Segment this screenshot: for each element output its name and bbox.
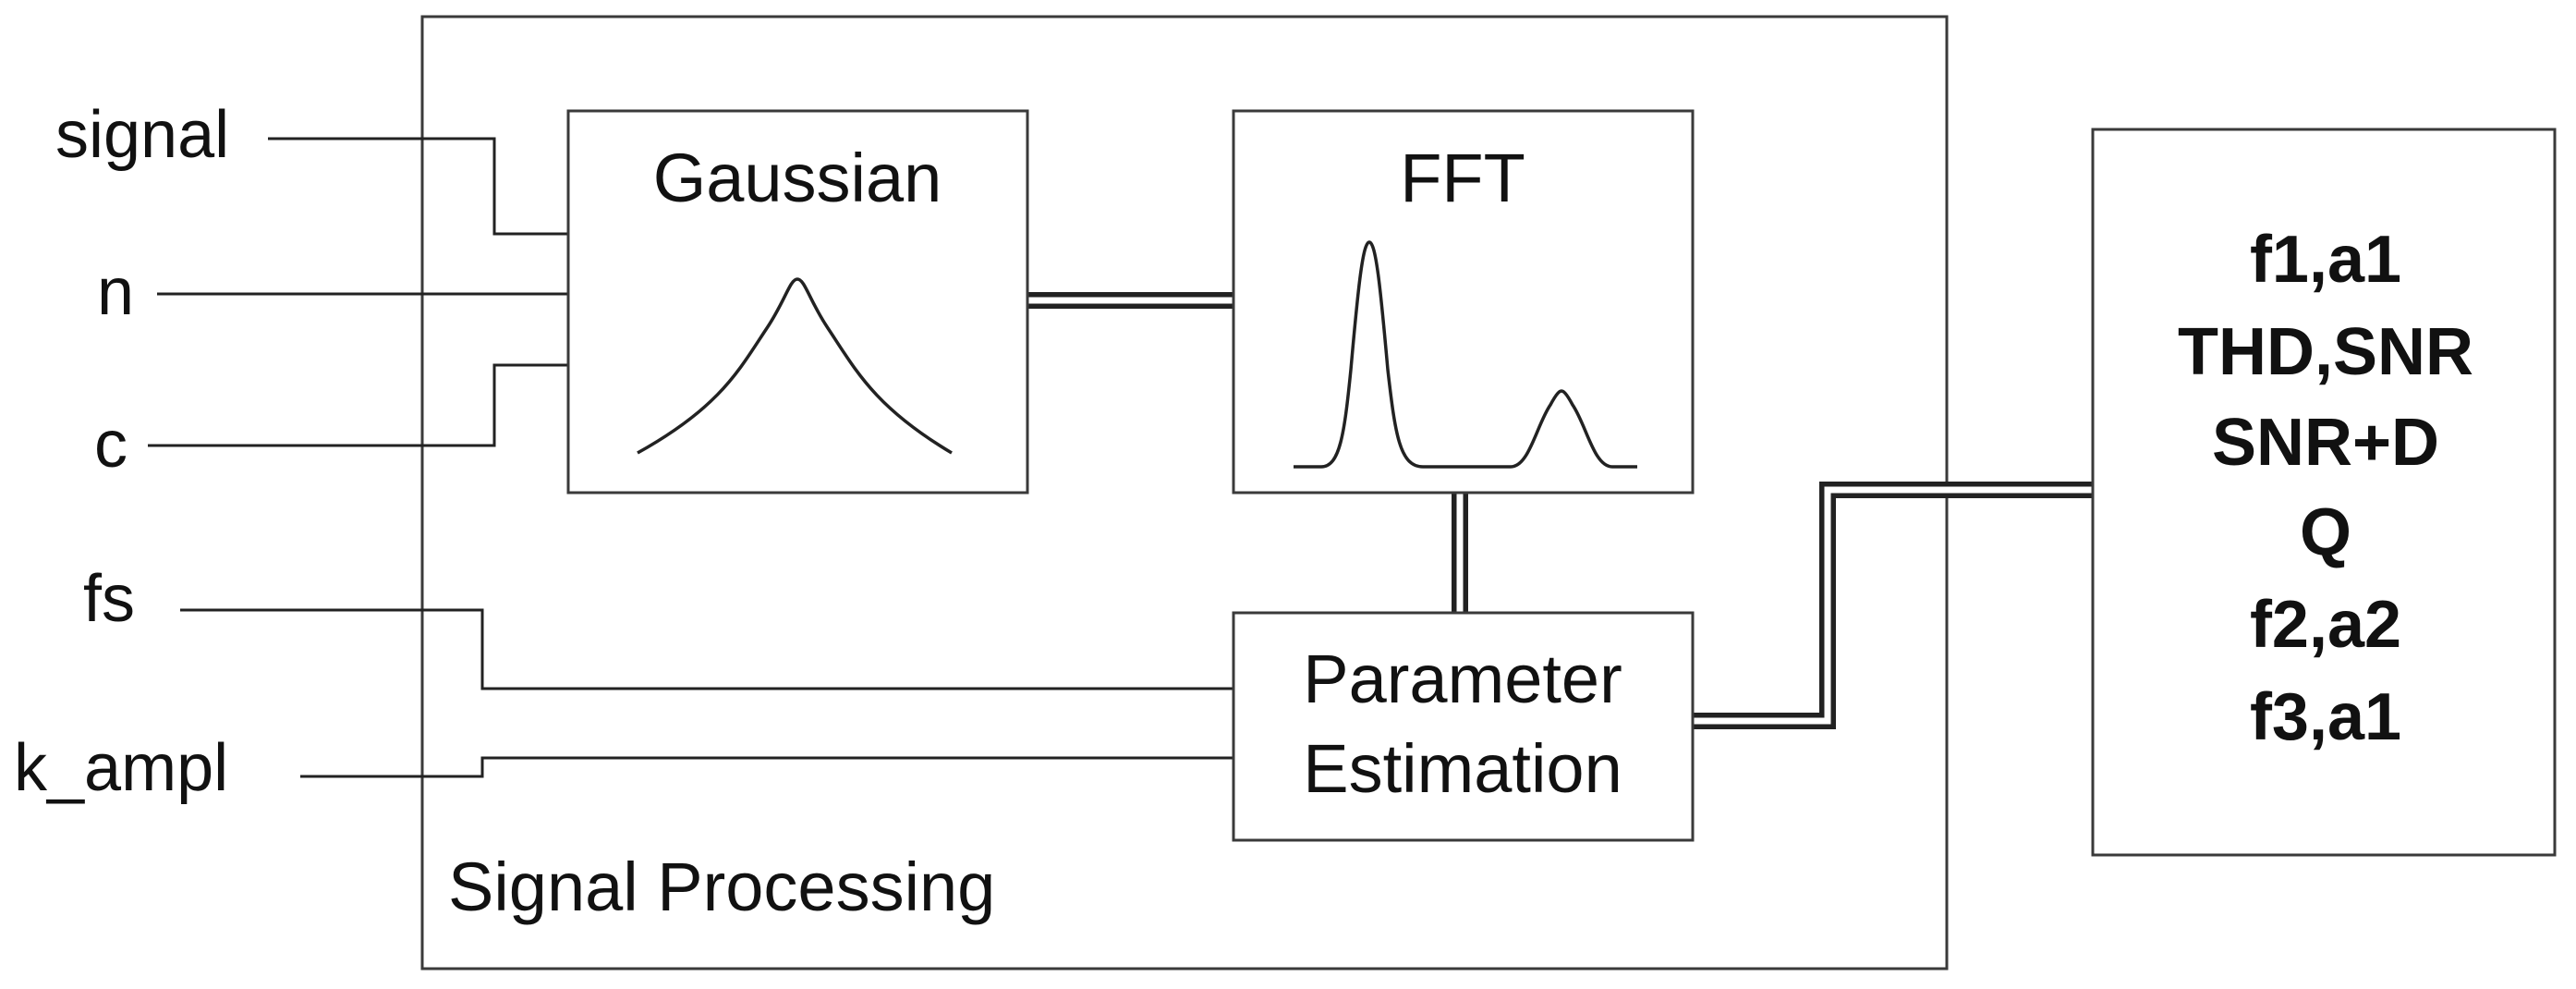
fs-input-wire [180, 608, 1233, 690]
output-block [2091, 128, 2557, 857]
parameter-estimation-label-line1: Parameter [1303, 641, 1622, 717]
c-input-label: c [94, 408, 128, 482]
output-f2-a2: f2,a2 [2250, 588, 2401, 662]
gaussian-label: Gaussian [653, 140, 942, 216]
output-snr-d: SNR+D [2212, 406, 2439, 480]
estimation-to-output-bus [1694, 482, 2093, 729]
signal-input-label: signal [55, 98, 229, 172]
signal-input-wire [268, 137, 568, 236]
fft-label: FFT [1400, 140, 1525, 216]
gaussian-block [566, 109, 1029, 494]
gaussian-curve-icon [637, 277, 953, 455]
parameter-estimation-block [1232, 611, 1695, 842]
output-f1-a1: f1,a1 [2250, 223, 2401, 297]
output-q: Q [2300, 495, 2351, 569]
fs-input-label: fs [83, 562, 135, 636]
output-f3-a1: f3,a1 [2250, 680, 2401, 754]
k-ampl-input-label: k_ampl [14, 731, 228, 805]
spectrum-curve-icon [1294, 240, 1637, 469]
k-ampl-input-wire [300, 756, 1233, 778]
parameter-estimation-label-line2: Estimation [1303, 730, 1622, 807]
output-thd-snr: THD,SNR [2178, 315, 2473, 389]
c-input-wire [148, 363, 568, 447]
signal-processing-label: Signal Processing [448, 849, 995, 925]
fft-block [1232, 109, 1695, 494]
n-input-label: n [97, 255, 134, 329]
